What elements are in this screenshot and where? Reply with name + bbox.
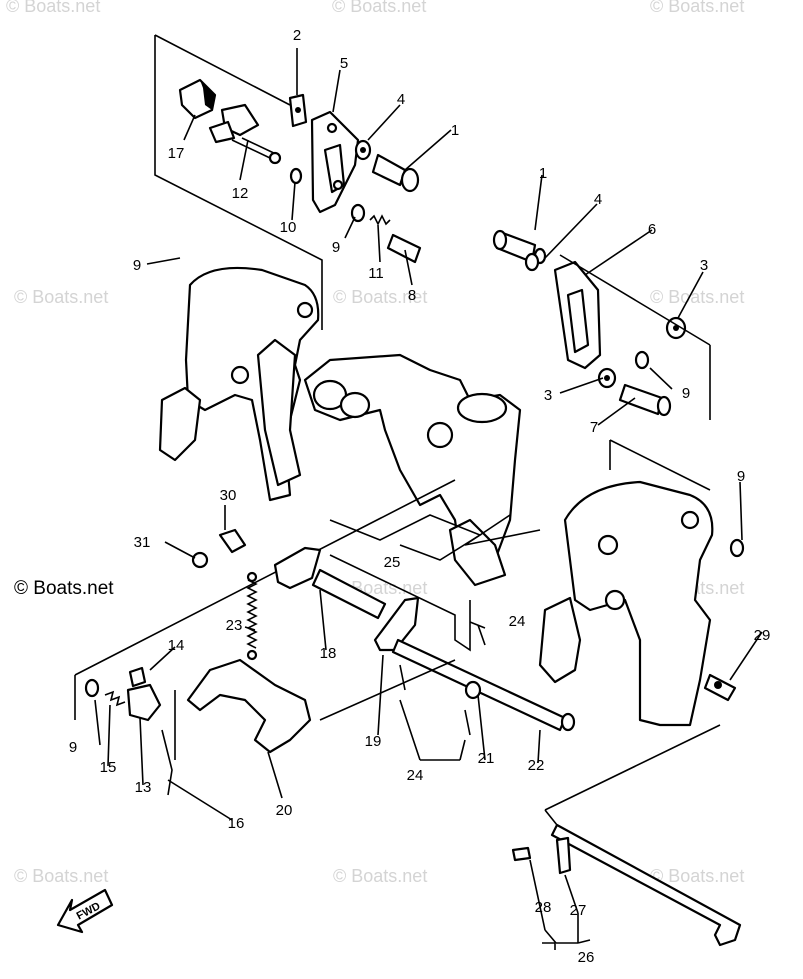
callout-20: 20 bbox=[276, 802, 293, 819]
part-18-rod[interactable] bbox=[311, 568, 387, 620]
part-18-bracket[interactable] bbox=[273, 546, 322, 590]
watermark: © Boats.net bbox=[333, 287, 428, 307]
part-8-pin[interactable] bbox=[386, 233, 422, 264]
part-5-plate[interactable] bbox=[310, 110, 360, 214]
part-28-pin[interactable] bbox=[511, 846, 532, 862]
callout-9: 9 bbox=[737, 468, 745, 485]
callout-25: 25 bbox=[384, 554, 401, 571]
part-1-bolt[interactable] bbox=[371, 153, 420, 193]
callout-9: 9 bbox=[332, 239, 340, 256]
watermark: © Boats.net bbox=[14, 866, 109, 886]
right-clamp-bracket[interactable] bbox=[538, 480, 714, 727]
callout-7: 7 bbox=[590, 419, 598, 436]
callout-22: 22 bbox=[528, 757, 545, 774]
watermark: © Boats.net bbox=[333, 866, 428, 886]
part-27-link[interactable] bbox=[555, 836, 572, 875]
part-11-spring[interactable] bbox=[369, 214, 391, 226]
callout-16: 16 bbox=[228, 815, 245, 832]
lower-right-frame bbox=[544, 724, 721, 826]
callout-1: 1 bbox=[451, 122, 459, 139]
part-16-rod[interactable] bbox=[161, 729, 173, 796]
part-12-lever[interactable] bbox=[208, 103, 282, 165]
callout-30: 30 bbox=[220, 487, 237, 504]
callout-10: 10 bbox=[280, 219, 297, 236]
callout-9: 9 bbox=[682, 385, 690, 402]
watermark: © Boats.net bbox=[650, 287, 745, 307]
part-10-washer[interactable] bbox=[289, 167, 303, 185]
callout-1: 1 bbox=[539, 165, 547, 182]
callout-18: 18 bbox=[320, 645, 337, 662]
callout-26: 26 bbox=[578, 949, 595, 966]
watermark: © Boats.net bbox=[6, 0, 101, 16]
swivel-bracket[interactable] bbox=[303, 353, 522, 587]
part-4-washer[interactable] bbox=[354, 139, 372, 161]
part-20-lever[interactable] bbox=[186, 658, 312, 754]
part-9-washer-right-lower[interactable] bbox=[729, 538, 745, 558]
upper-left-frame bbox=[154, 34, 323, 330]
callout-9: 9 bbox=[69, 739, 77, 756]
callout-29: 29 bbox=[754, 627, 771, 644]
part-30-clip[interactable] bbox=[218, 528, 247, 554]
callout-2: 2 bbox=[293, 27, 301, 44]
part-9-washer-right-upper[interactable] bbox=[634, 350, 650, 370]
watermark: © Boats.net bbox=[650, 866, 745, 886]
part-6-plate[interactable] bbox=[553, 260, 602, 370]
part-15-spring[interactable] bbox=[104, 690, 126, 707]
callout-19: 19 bbox=[365, 733, 382, 750]
callout-15: 15 bbox=[100, 759, 117, 776]
callout-24: 24 bbox=[407, 767, 424, 784]
watermark: © Boats.net bbox=[650, 0, 745, 16]
part-3-washer-upper[interactable] bbox=[665, 316, 687, 340]
part-3-washer-lower[interactable] bbox=[597, 367, 617, 389]
callout-21: 21 bbox=[478, 750, 495, 767]
left-clamp-bracket[interactable] bbox=[158, 266, 320, 502]
callout-23: 23 bbox=[226, 617, 243, 634]
lower-left-frame bbox=[74, 479, 471, 676]
callout-24: 24 bbox=[509, 613, 526, 630]
watermark: © Boats.net bbox=[332, 0, 427, 16]
part-25-frame bbox=[329, 514, 482, 561]
watermark-primary: © Boats.net bbox=[14, 578, 114, 599]
part-13-knob[interactable] bbox=[126, 683, 162, 722]
callout-3: 3 bbox=[544, 387, 552, 404]
callout-8: 8 bbox=[408, 287, 416, 304]
upper-right-frame bbox=[559, 254, 711, 491]
watermark: © Boats.net bbox=[14, 287, 109, 307]
callout-9: 9 bbox=[133, 257, 141, 274]
part-14-screw[interactable] bbox=[128, 666, 147, 688]
callout-11: 11 bbox=[368, 265, 384, 282]
callout-13: 13 bbox=[135, 779, 152, 796]
part-21-knob[interactable] bbox=[464, 680, 482, 700]
callout-27: 27 bbox=[570, 902, 587, 919]
callout-28: 28 bbox=[535, 899, 552, 916]
part-24-pins[interactable] bbox=[399, 624, 486, 736]
part-23-spring[interactable] bbox=[246, 571, 258, 661]
part-29-bolt[interactable] bbox=[703, 673, 737, 702]
callout-12: 12 bbox=[232, 185, 249, 202]
callout-3: 3 bbox=[700, 257, 708, 274]
callout-5: 5 bbox=[340, 55, 348, 72]
callout-17: 17 bbox=[168, 145, 185, 162]
callout-4: 4 bbox=[397, 91, 405, 108]
callout-31: 31 bbox=[134, 534, 151, 551]
fwd-direction-badge: FWD bbox=[56, 888, 114, 934]
part-17-knob[interactable] bbox=[178, 78, 217, 120]
part-19-plate[interactable] bbox=[373, 596, 420, 652]
part-26-lever[interactable] bbox=[550, 823, 742, 947]
callout-labels: 2 5 4 1 17 12 10 9 11 8 9 1 4 6 3 3 9 7 … bbox=[69, 27, 771, 966]
callout-4: 4 bbox=[594, 191, 602, 208]
part-31-pin[interactable] bbox=[191, 551, 209, 569]
lower-left-frame-bottom bbox=[74, 659, 456, 760]
part-2-bracket[interactable] bbox=[288, 93, 308, 128]
leader-lines bbox=[94, 48, 763, 950]
part-4-washer-right[interactable] bbox=[524, 252, 540, 272]
callout-6: 6 bbox=[648, 221, 656, 238]
part-9-washer-lower-left[interactable] bbox=[84, 678, 100, 698]
callout-14: 14 bbox=[168, 637, 185, 654]
part-7-bolt[interactable] bbox=[618, 383, 672, 417]
